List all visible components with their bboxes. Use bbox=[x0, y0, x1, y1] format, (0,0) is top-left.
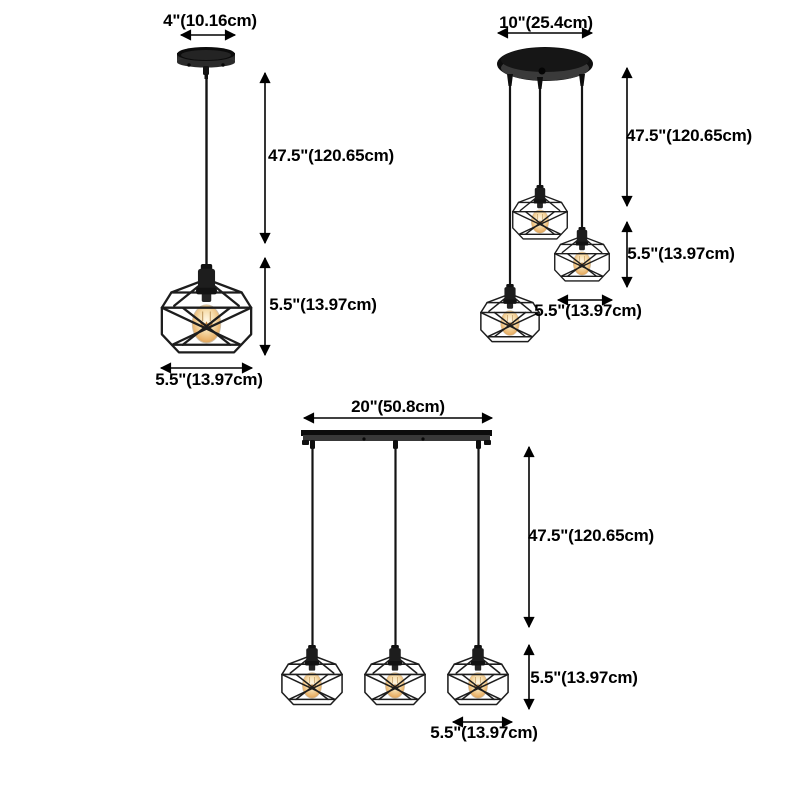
canopy-width-label: 4"(10.16cm) bbox=[163, 11, 257, 30]
three-light-linear-figure: 20"(50.8cm) 47.5"(120.65cm) 5.5"(13.97cm… bbox=[230, 395, 675, 755]
canopy-width-label: 10"(25.4cm) bbox=[499, 13, 593, 32]
round-canopy-side-icon bbox=[177, 47, 235, 79]
cage-shade-icon bbox=[512, 184, 568, 240]
shade-width-label: 5.5"(13.97cm) bbox=[534, 301, 642, 320]
cage-shade-icon bbox=[480, 283, 540, 343]
cage-shade-icon bbox=[160, 262, 253, 354]
single-pendant-illustration bbox=[159, 29, 271, 374]
cage-shade-icon bbox=[281, 644, 343, 706]
cage-shade-icon bbox=[554, 226, 610, 282]
cage-shade-icon bbox=[364, 644, 426, 706]
cage-shade-icon bbox=[447, 644, 509, 706]
shade-height-label: 5.5"(13.97cm) bbox=[627, 244, 735, 263]
linear-bar-canopy-icon bbox=[301, 430, 492, 449]
three-light-round-cluster-figure: 10"(25.4cm) 47.5"(120.65cm) 5.5"(13.97cm… bbox=[430, 8, 775, 373]
drop-height-label: 47.5"(120.65cm) bbox=[267, 146, 395, 165]
shade-width-label: 5.5"(13.97cm) bbox=[430, 723, 538, 742]
pendant-cords bbox=[311, 448, 480, 647]
shade-height-label: 5.5"(13.97cm) bbox=[530, 668, 638, 687]
shade-height-label: 5.5"(13.97cm) bbox=[269, 295, 377, 314]
canopy-width-label: 20"(50.8cm) bbox=[351, 397, 445, 416]
drop-height-label: 47.5"(120.65cm) bbox=[625, 126, 753, 145]
round-canopy-perspective-icon bbox=[497, 47, 593, 89]
pendant-cords bbox=[508, 78, 584, 288]
drop-height-label: 47.5"(120.65cm) bbox=[527, 526, 655, 545]
round-cluster-illustration bbox=[480, 27, 633, 343]
single-pendant-figure: 4"(10.16cm) 47.5"(120.65cm) 5.5"(13.97cm… bbox=[130, 8, 410, 393]
linear-pendant-illustration bbox=[281, 412, 535, 728]
shade-width-label: 5.5"(13.97cm) bbox=[155, 370, 263, 389]
